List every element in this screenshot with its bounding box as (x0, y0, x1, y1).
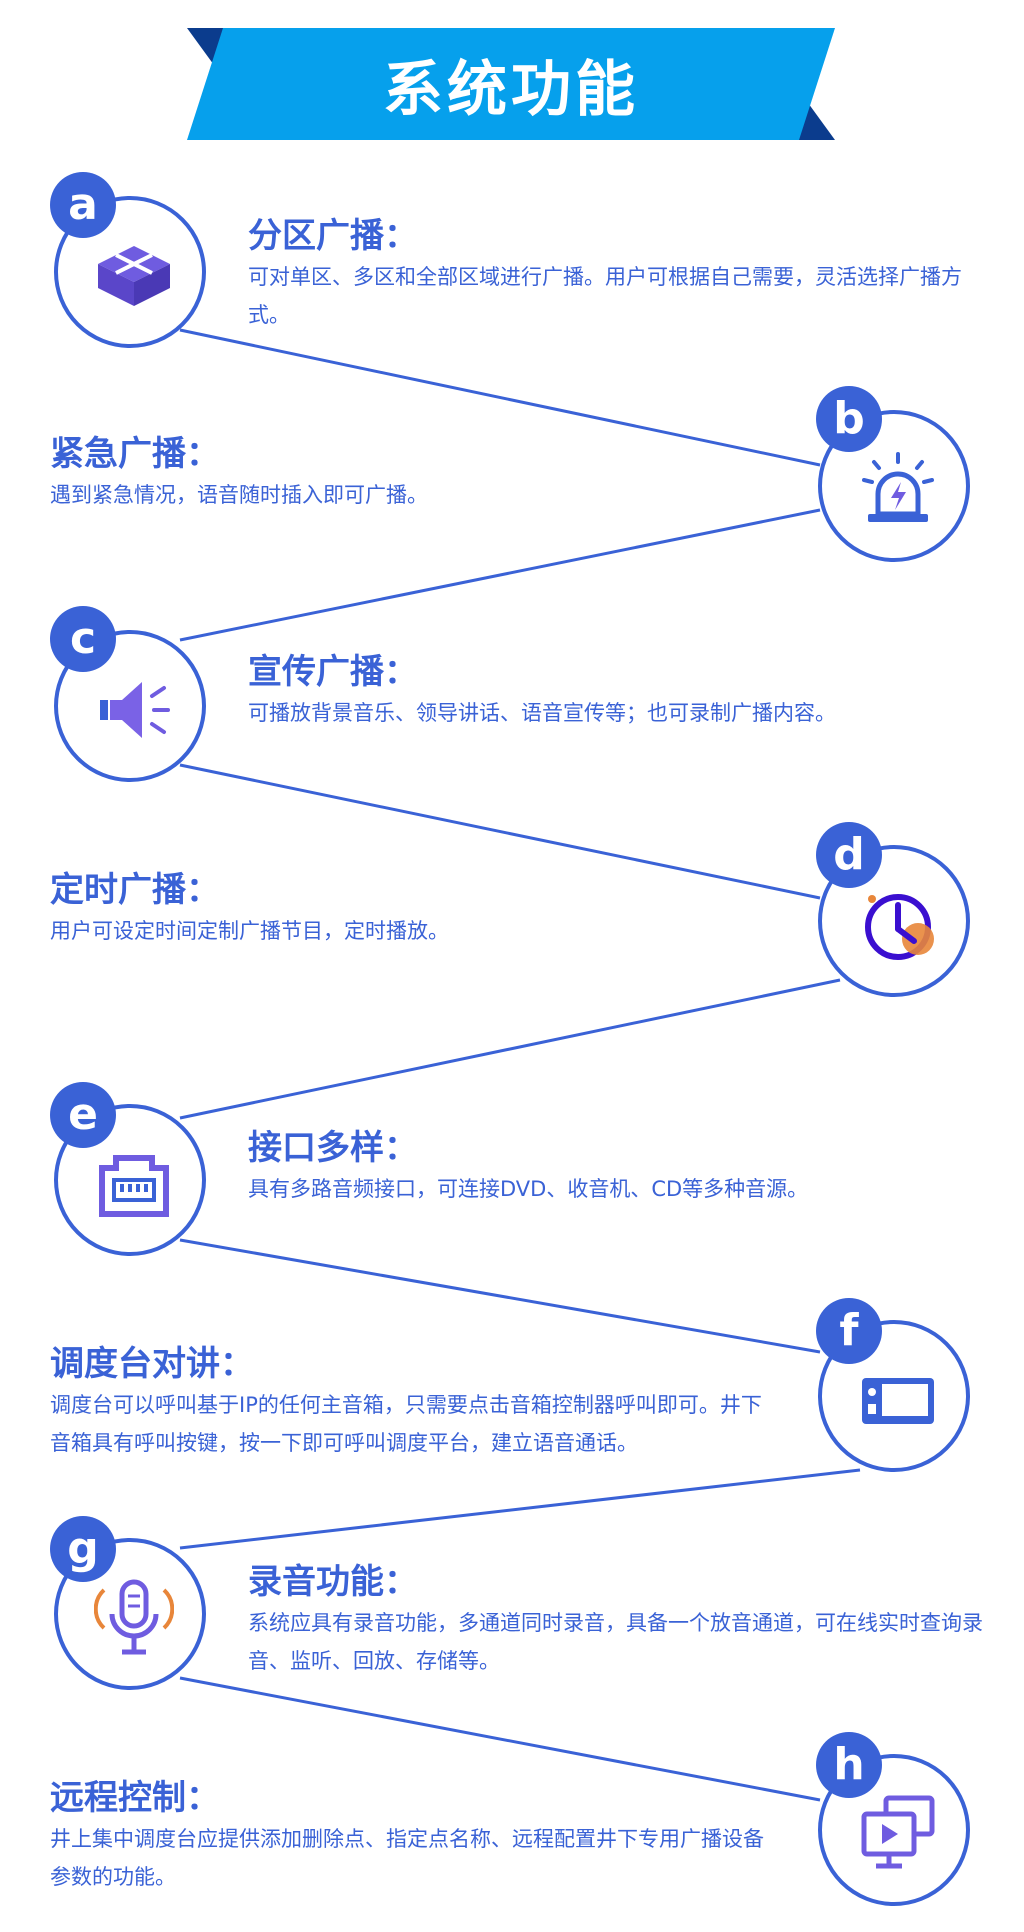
feature-desc-h: 井上集中调度台应提供添加删除点、指定点名称、远程配置井下专用广播设备参数的功能。 (50, 1827, 764, 1889)
feature-title-c: 宣传广播： (248, 652, 418, 692)
badge-b: b (816, 386, 882, 452)
badge-h: h (816, 1732, 882, 1798)
dispatch-console-icon (862, 1378, 934, 1424)
header-banner (187, 28, 835, 140)
feature-desc-a: 可对单区、多区和全部区域进行广播。用户可根据自己需要，灵活选择广播方式。 (248, 265, 962, 327)
feature-title-b: 紧急广播： (50, 434, 220, 474)
feature-desc-f: 调度台可以呼叫基于IP的任何主音箱，只需要点击音箱控制器呼叫即可。井下音箱具有呼… (50, 1393, 762, 1455)
badge-a: a (50, 172, 116, 238)
network-port-icon (99, 1155, 169, 1217)
clock-icon (865, 894, 934, 960)
badge-d: d (816, 822, 882, 888)
feature-title-a: 分区广播： (248, 216, 418, 256)
feature-title-f: 调度台对讲： (50, 1344, 254, 1384)
feature-desc-b: 遇到紧急情况，语音随时插入即可广播。 (50, 483, 428, 507)
speaker-icon (100, 682, 170, 738)
alarm-light-icon (862, 452, 934, 522)
feature-title-e: 接口多样： (248, 1128, 418, 1168)
microphone-icon (94, 1579, 174, 1655)
feature-desc-g: 系统应具有录音功能，多通道同时录音，具备一个放音通道，可在线实时查询录音、监听、… (248, 1611, 983, 1673)
badge-f: f (816, 1298, 882, 1364)
feature-title-g: 录音功能： (248, 1562, 418, 1602)
feature-desc-d: 用户可设定时间定制广播节目，定时播放。 (50, 919, 449, 943)
remote-screen-icon (861, 1795, 935, 1869)
badge-g: g (50, 1516, 116, 1582)
feature-title-h: 远程控制： (50, 1778, 220, 1818)
page-title: 系统功能 (383, 54, 639, 125)
feature-desc-e: 具有多路音频接口，可连接DVD、收音机、CD等多种音源。 (248, 1177, 809, 1201)
feature-title-d: 定时广播： (50, 870, 220, 910)
feature-desc-c: 可播放背景音乐、领导讲话、语音宣传等；也可录制广播内容。 (248, 701, 836, 725)
zone-grid-icon (98, 246, 170, 306)
badge-e: e (50, 1082, 116, 1148)
badge-c: c (50, 606, 116, 672)
